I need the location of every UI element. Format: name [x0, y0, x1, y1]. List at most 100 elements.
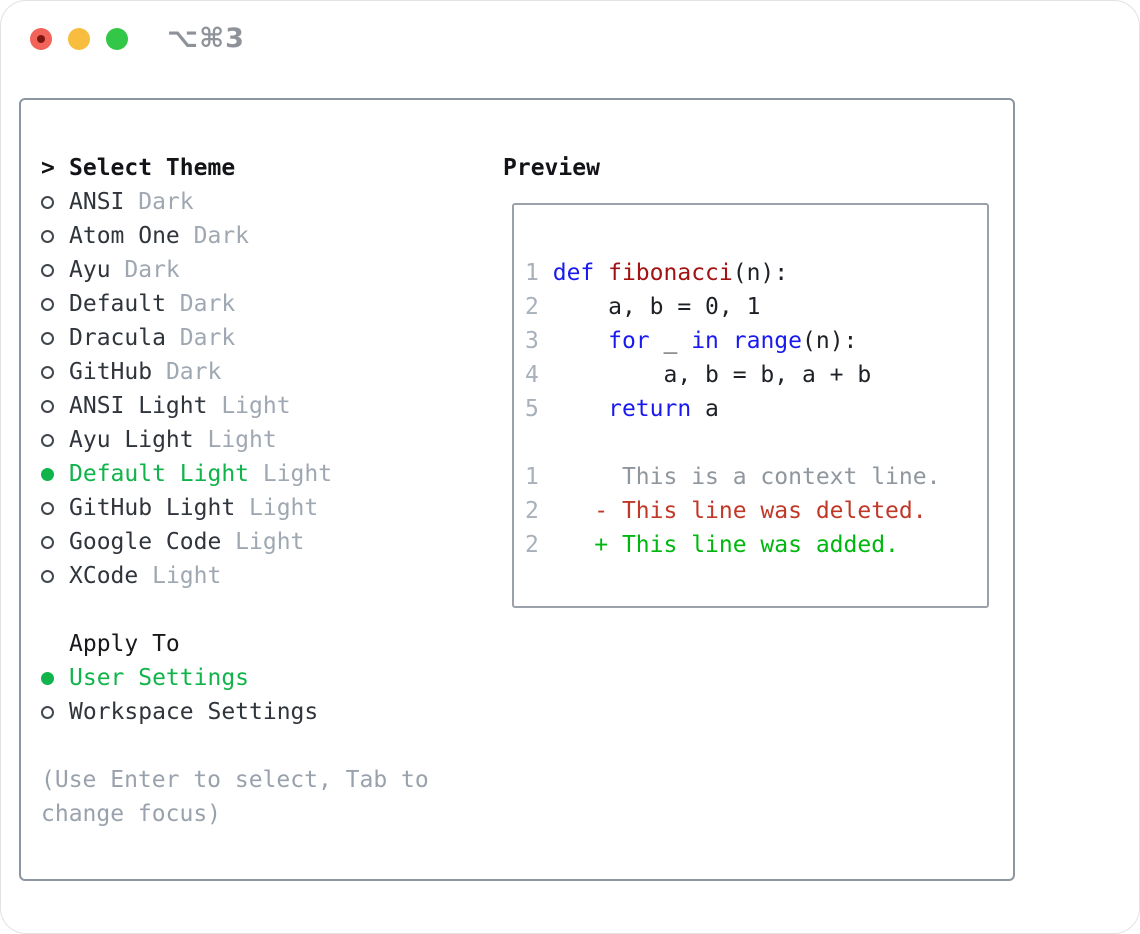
apply-to-header: Apply To: [41, 627, 491, 661]
radio-icon: [41, 705, 54, 719]
code-segment: range: [732, 328, 803, 354]
help-line: (Use Enter to select, Tab to: [41, 767, 429, 793]
spacer: [41, 729, 491, 763]
apply-option[interactable]: User Settings: [41, 661, 491, 695]
theme-variant: Dark: [179, 291, 236, 317]
code-line: 5 return a: [525, 392, 987, 426]
theme-option[interactable]: Ayu Light Light: [41, 423, 491, 457]
titlebar: ⌥⌘3: [1, 1, 1139, 81]
theme-name: Ayu: [69, 257, 111, 283]
radio-icon: [41, 399, 54, 413]
theme-name: GitHub: [69, 359, 153, 385]
code-line: 2 a, b = 0, 1: [525, 290, 987, 324]
unsaved-indicator-dot: [37, 35, 45, 43]
theme-name: Google Code: [69, 529, 222, 555]
code-segment: a, b = b, a + b: [552, 362, 872, 388]
theme-name: Default Light: [69, 461, 250, 487]
theme-variant: Light: [262, 461, 333, 487]
theme-option[interactable]: Atom One Dark: [41, 219, 491, 253]
minimize-button[interactable]: [68, 28, 90, 50]
radio-icon: [41, 195, 54, 209]
radio-icon: [41, 365, 54, 379]
code-segment: [553, 396, 608, 422]
code-segment: a, b = 0, 1: [552, 294, 761, 320]
theme-variant: Light: [249, 495, 319, 521]
radio-icon: [41, 569, 54, 583]
select-theme-title: Select Theme: [69, 155, 236, 181]
help-text: (Use Enter to select, Tab to change focu…: [41, 763, 491, 831]
theme-option[interactable]: ANSI Dark: [41, 185, 491, 219]
theme-name: GitHub Light: [69, 495, 236, 521]
radio-selected-icon: [41, 671, 54, 685]
theme-name: Ayu Light: [69, 427, 194, 453]
theme-name: ANSI: [69, 189, 125, 215]
radio-icon: [41, 331, 54, 345]
radio-marker: [41, 331, 69, 345]
radio-marker: [41, 365, 69, 379]
theme-variant: Light: [221, 393, 291, 419]
code-line: 3 for _ in range(n):: [525, 324, 987, 358]
theme-variant: Dark: [124, 257, 180, 283]
radio-marker: [41, 433, 69, 447]
theme-option[interactable]: GitHub Light Light: [41, 491, 491, 525]
radio-icon: [41, 263, 54, 277]
code-segment: [553, 328, 608, 354]
code-line: 1 This is a context line.: [525, 460, 987, 494]
code-segment: (n):: [802, 328, 858, 354]
apply-option[interactable]: Workspace Settings: [41, 695, 491, 729]
apply-to-title: Apply To: [69, 631, 180, 657]
code-line: [525, 426, 987, 460]
preview-title: Preview: [503, 155, 600, 181]
line-number: 3: [525, 328, 539, 354]
radio-marker: [41, 399, 69, 413]
code-segment: def: [552, 260, 609, 286]
theme-variant: Dark: [138, 189, 194, 215]
theme-variant: Light: [207, 427, 277, 453]
code-segment: + This line was added.: [552, 532, 899, 558]
radio-marker: [41, 569, 69, 583]
code-segment: [719, 328, 733, 354]
theme-option[interactable]: GitHub Dark: [41, 355, 491, 389]
code-line: 4 a, b = b, a + b: [525, 358, 987, 392]
code-segment: - This line was deleted.: [552, 498, 927, 524]
theme-option[interactable]: ANSI Light Light: [41, 389, 491, 423]
line-number: 4: [525, 362, 539, 388]
code-segment: for: [608, 328, 650, 354]
line-number: 1: [525, 260, 539, 286]
radio-marker: [41, 297, 69, 311]
theme-name: ANSI Light: [69, 393, 208, 419]
code-segment: fibonacci: [608, 260, 733, 286]
apply-option-label: Workspace Settings: [69, 699, 319, 725]
theme-variant: Dark: [179, 325, 236, 351]
theme-name: Atom One: [69, 223, 180, 249]
theme-option[interactable]: Default Light Light: [41, 457, 491, 491]
help-line: change focus): [41, 801, 222, 827]
theme-variant: Dark: [165, 359, 222, 385]
radio-marker: [41, 705, 69, 719]
radio-icon: [41, 535, 54, 549]
apply-option-label: User Settings: [69, 665, 250, 691]
line-number: 5: [525, 396, 539, 422]
code-segment: _: [649, 328, 692, 354]
radio-icon: [41, 229, 54, 243]
zoom-button[interactable]: [106, 28, 128, 50]
code-line: 2 - This line was deleted.: [525, 494, 987, 528]
radio-icon: [41, 297, 54, 311]
spacer: [41, 593, 491, 627]
theme-variant: Dark: [193, 223, 250, 249]
line-number: 1: [525, 464, 539, 490]
close-button[interactable]: [30, 28, 52, 50]
code-segment: in: [691, 328, 719, 354]
radio-icon: [41, 433, 54, 447]
theme-option[interactable]: Ayu Dark: [41, 253, 491, 287]
radio-marker: [41, 467, 69, 481]
cursor-indicator: >: [41, 155, 55, 181]
